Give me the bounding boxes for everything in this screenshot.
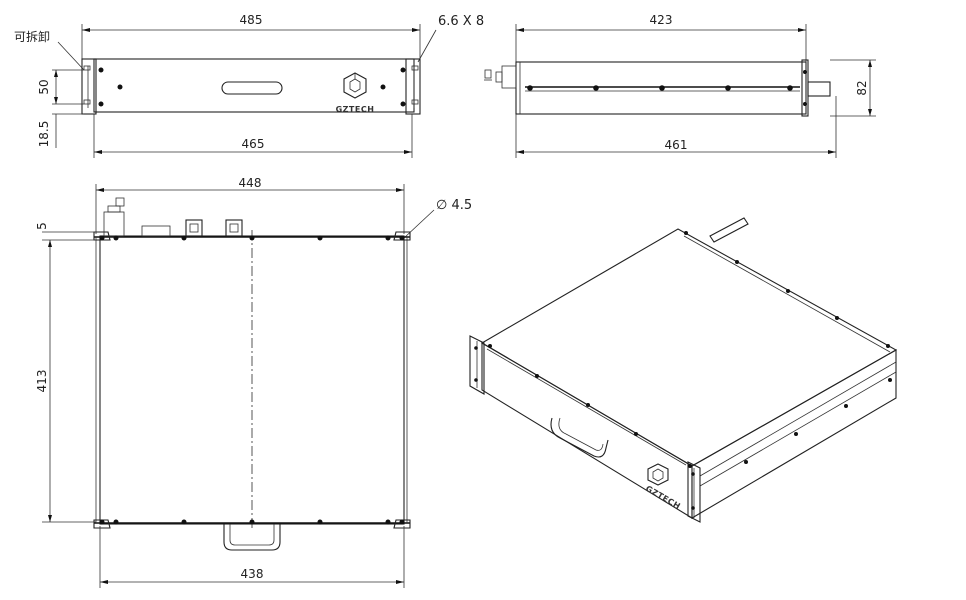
top-hole-note: ∅ 4.5 xyxy=(436,198,472,213)
front-handle-slot xyxy=(221,81,283,95)
side-width-top: 423 xyxy=(650,13,673,27)
front-width-bottom: 465 xyxy=(242,137,265,151)
front-screw xyxy=(117,84,123,90)
brand-logo-icon xyxy=(343,72,367,99)
front-height-left: 50 xyxy=(37,79,51,94)
front-brand-text: GZTECH xyxy=(336,105,375,114)
isometric-view: GZTECH xyxy=(469,217,898,523)
side-width-bottom: 461 xyxy=(665,138,688,152)
front-view: 485 6.6 X 8 可拆卸 GZTEC xyxy=(14,13,484,158)
top-height-left: 413 xyxy=(35,370,49,393)
detachable-label: 可拆卸 xyxy=(14,29,50,44)
side-view: 423 82 461 xyxy=(484,13,876,158)
iso-brand-text: GZTECH xyxy=(644,484,682,511)
side-height-right: 82 xyxy=(855,80,869,95)
front-height-bottom-left: 18.5 xyxy=(37,121,51,148)
top-width-bottom: 438 xyxy=(241,567,264,581)
front-hole-note: 6.6 X 8 xyxy=(438,14,484,29)
top-view: 448 ∅ 4.5 xyxy=(35,176,472,588)
iso-brand-logo-icon xyxy=(647,463,669,486)
top-offset-left: 5 xyxy=(35,222,49,230)
top-handle xyxy=(223,524,281,551)
front-width-top: 485 xyxy=(240,13,263,27)
top-width-top: 448 xyxy=(239,176,262,190)
